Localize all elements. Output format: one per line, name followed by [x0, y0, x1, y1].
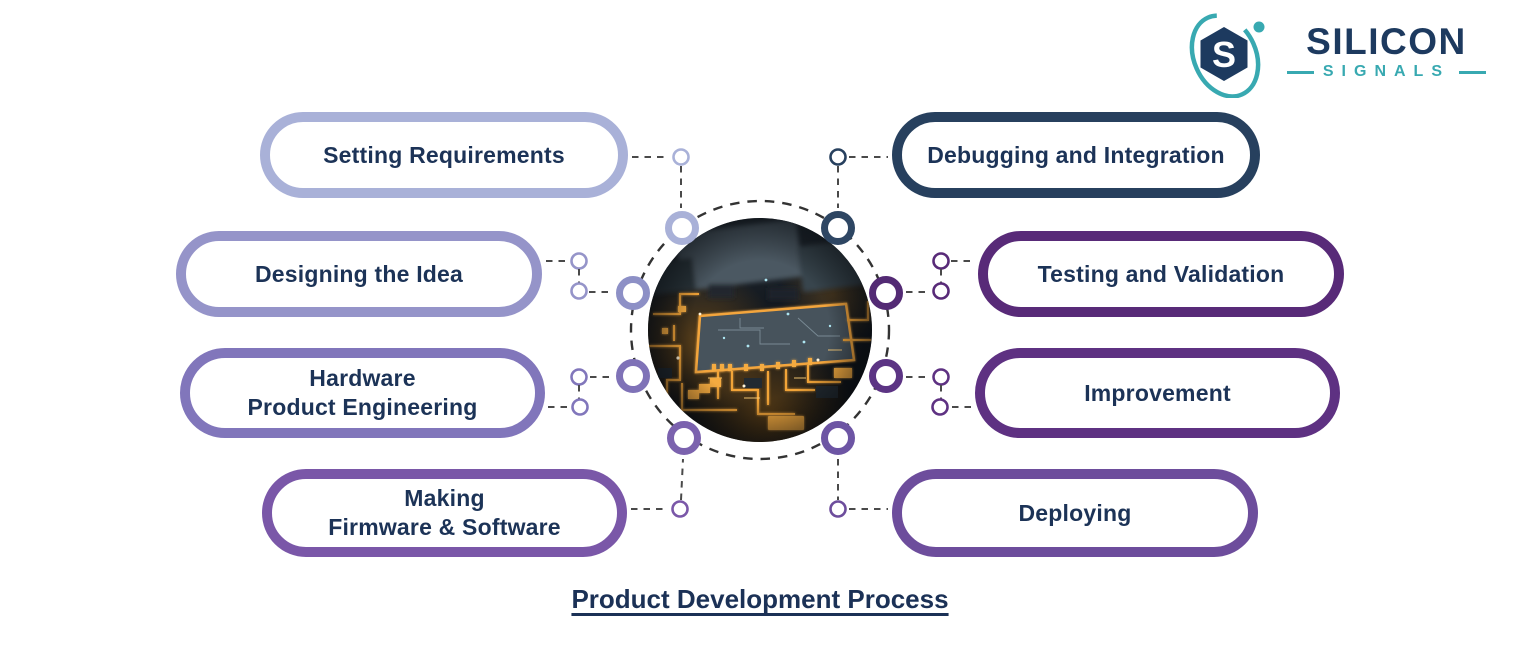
connector-debugging-and-integration [829, 148, 888, 208]
orbit-node-bottom-right [821, 421, 855, 455]
stage-pill-designing-the-idea: Designing the Idea [176, 231, 542, 317]
logo-monogram: S [1212, 34, 1236, 75]
connector-improvement [906, 368, 972, 416]
orbit-node-bottom-left [667, 421, 701, 455]
stage-label: Deploying [1018, 499, 1132, 526]
silicon-signals-logo: S SILICON SIGNALS [1187, 6, 1486, 98]
stage-label: Improvement [1084, 379, 1231, 406]
silicon-signals-logo-icon: S [1189, 13, 1265, 98]
stage-label: Hardware Product Engineering [247, 365, 478, 420]
brand-dash-left [1286, 70, 1314, 74]
stage-label: Designing the Idea [254, 260, 464, 287]
stage-label: Setting Requirements [323, 141, 565, 168]
connector-setting-requirements [632, 148, 690, 208]
orbit-node-top-left [665, 211, 699, 245]
stage-pill-deploying: Deploying [892, 469, 1258, 557]
stage-pill-hardware-product-engineering: Hardware Product Engineering [180, 348, 545, 438]
brand-dash-right [1459, 70, 1486, 74]
connector-testing-and-validation [906, 252, 974, 300]
stage-pill-improvement: Improvement [975, 348, 1340, 438]
stage-label: Debugging and Integration [927, 141, 1225, 168]
stage-pill-testing-and-validation: Testing and Validation [978, 231, 1344, 317]
stage-label: Making Firmware & Software [328, 485, 561, 540]
stage-label: Testing and Validation [1037, 260, 1285, 287]
hexagon-icon [1200, 27, 1248, 81]
stage-pill-making-firmware-software: Making Firmware & Software [262, 469, 627, 557]
stage-pill-debugging-and-integration: Debugging and Integration [892, 112, 1260, 198]
orbit-node-right-upper [869, 276, 903, 310]
circuit-board-photo [648, 218, 872, 442]
connector-making-firmware-software [631, 458, 689, 518]
stage-pill-setting-requirements: Setting Requirements [260, 112, 628, 198]
orbit-node-left-upper [616, 276, 650, 310]
brand-name-bottom-row: SIGNALS [1286, 63, 1486, 81]
connector-hardware-product-engineering [548, 368, 613, 416]
orbit-node-top-right [821, 211, 855, 245]
connector-designing-the-idea [546, 252, 613, 300]
logo-dot-icon [1253, 21, 1265, 33]
page-title: Product Development Process [571, 584, 949, 614]
logo-wordmark: SILICON SIGNALS [1286, 20, 1486, 82]
orbit-node-left-lower [616, 359, 650, 393]
orbit-node-right-lower [869, 359, 903, 393]
brand-name-top: SILICON [1306, 20, 1467, 62]
brand-name-bottom: SIGNALS [1322, 63, 1450, 81]
connector-deploying [829, 459, 888, 518]
